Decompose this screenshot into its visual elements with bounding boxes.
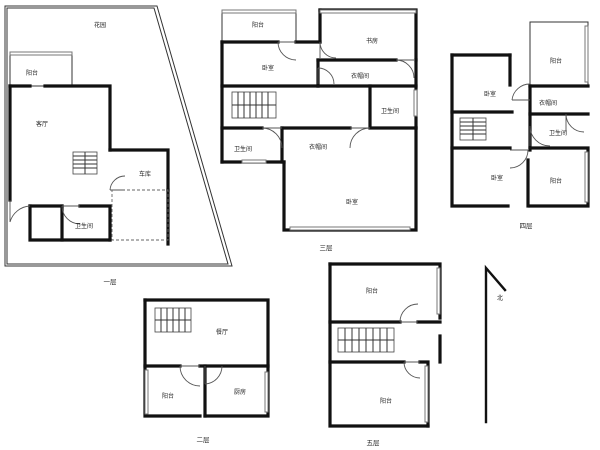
floor-3-study-wall	[318, 8, 418, 62]
garden-boundary	[4, 5, 233, 267]
compass-arrow	[484, 264, 507, 424]
floor-5-label: 五层	[367, 439, 381, 447]
floor-2-stair	[154, 307, 192, 333]
floor-4-bed-top-door	[511, 83, 531, 101]
floor-5-stair	[337, 327, 395, 353]
floor-2-kitchen-label: 厨房	[234, 388, 246, 396]
floor-4-bathroom-label: 卫生间	[549, 129, 567, 137]
floor-4-label: 四层	[520, 222, 534, 230]
floor-2-left-wall	[143, 298, 202, 418]
floor-2-plan: 餐厅 阳台 厨房 二层	[143, 298, 270, 444]
floor-4-bedroom-top-label: 卧室	[484, 90, 496, 98]
floor-3-bath-right-label: 卫生间	[381, 107, 399, 115]
floor-3-balcony-rail	[221, 9, 297, 14]
floor-1-stair	[72, 151, 98, 175]
compass-north-label: 北	[497, 294, 503, 302]
floor-3-study-window	[319, 9, 417, 14]
garden-boundary-inner	[6, 7, 229, 265]
floor-2-dining-label: 餐厅	[216, 328, 228, 336]
floor-5-bottom-door	[403, 361, 421, 379]
floor-1-label: 一层	[104, 278, 118, 286]
floor-3-study-door-2	[395, 59, 415, 79]
floor-2-kitchen-door	[204, 365, 223, 385]
bathroom-door	[61, 205, 81, 225]
floor-4-balcony-top	[529, 21, 589, 87]
bathroom-label: 卫生间	[75, 222, 93, 230]
floor-3-balcony-label: 阳台	[252, 21, 264, 29]
floor-2-balcony-rail	[144, 369, 149, 415]
floor-3-left-bath-door	[261, 127, 283, 149]
floor-5-balcony-bottom-label: 阳台	[380, 397, 392, 405]
balcony-outline	[9, 51, 73, 87]
floor-3-bath-window	[241, 159, 267, 164]
garage-wall	[108, 148, 170, 192]
floor-4-plan: 阳台 卧室 衣帽间 卫生间 卧室 阳台 四层	[450, 21, 590, 230]
balcony-label: 阳台	[26, 69, 38, 77]
floor-4-bath-door	[529, 125, 551, 147]
living-room-wall-top2	[43, 84, 112, 152]
floor-5-top-window	[436, 267, 441, 315]
floor-2-outer-wall	[143, 298, 270, 418]
floor-5-plan: 阳台 阳台 五层	[328, 262, 442, 447]
living-room-label: 客厅	[36, 120, 48, 128]
living-room-door	[9, 200, 31, 223]
floor-5-top-door	[399, 303, 419, 323]
floor-3-side-window	[413, 89, 418, 117]
floor-2-balcony-door	[179, 365, 201, 387]
balcony-railing	[9, 51, 73, 56]
garage-slab	[111, 189, 169, 241]
floor-3-study-door	[319, 41, 337, 59]
north-compass: 北	[484, 264, 507, 424]
floor-3-bedroom-main-label: 卧室	[346, 198, 358, 206]
floor-4-balcony-top-rail	[584, 25, 589, 83]
floor-3-bedroom-top-label: 卧室	[262, 64, 274, 72]
floor-3-plan: 阳台 书房 卧室 衣帽间 卫生间 卫生间 衣帽间 卧室 三层	[220, 8, 418, 252]
garage-door	[109, 175, 126, 191]
garage-label: 车库	[139, 170, 151, 178]
floor-3-bath-left-label: 卫生间	[234, 145, 252, 153]
floor-3-bath-wall	[368, 84, 418, 130]
floor-3-closet-top-label: 衣帽间	[351, 72, 369, 80]
floor-3-main-bed-right	[282, 126, 418, 232]
floor-3-balcony-door	[277, 41, 297, 61]
floor-4-balcony-bottom-label: 阳台	[550, 177, 562, 185]
hall-wall-2	[78, 204, 112, 242]
floor-5-bottom-window	[424, 365, 429, 423]
floor-4-stair	[459, 117, 487, 141]
floor-4-closet-label: 衣帽间	[539, 99, 557, 107]
floor-4-bed-bottom-door	[509, 149, 529, 169]
floor-4-bath-wall-2	[528, 146, 590, 208]
floor-2-balcony-label: 阳台	[162, 392, 174, 400]
floor-3-main-bed-window	[289, 226, 411, 231]
floor-5-left-wall	[328, 262, 430, 428]
floor-3-study-label: 书房	[366, 37, 378, 45]
floor-2-kitchen-window	[264, 371, 269, 413]
floor-5-balcony-top-label: 阳台	[366, 287, 378, 295]
floor-1-plan: 花园 阳台 客厅 车库 卫生间 一层	[4, 5, 233, 286]
floor-4-balcony-top-label: 阳台	[550, 57, 562, 65]
floor-3-label: 三层	[320, 244, 334, 252]
floor-4-balcony-bottom-rail	[584, 151, 589, 203]
floor-4-left-wall	[450, 53, 510, 208]
floor-3-closet-mid-label: 衣帽间	[309, 143, 327, 151]
floor-3-bath-door	[349, 127, 371, 149]
floor-3-stair	[231, 91, 277, 119]
floor-4-balcony-door	[565, 113, 585, 133]
floor-5-outer-wall	[328, 262, 442, 320]
floor-2-label: 二层	[197, 436, 211, 444]
floor-4-bedroom-bottom-label: 卧室	[491, 174, 503, 182]
bathroom-wall	[28, 204, 112, 242]
floor-3-closet-door	[317, 67, 335, 85]
garden-label: 花园	[94, 21, 106, 29]
